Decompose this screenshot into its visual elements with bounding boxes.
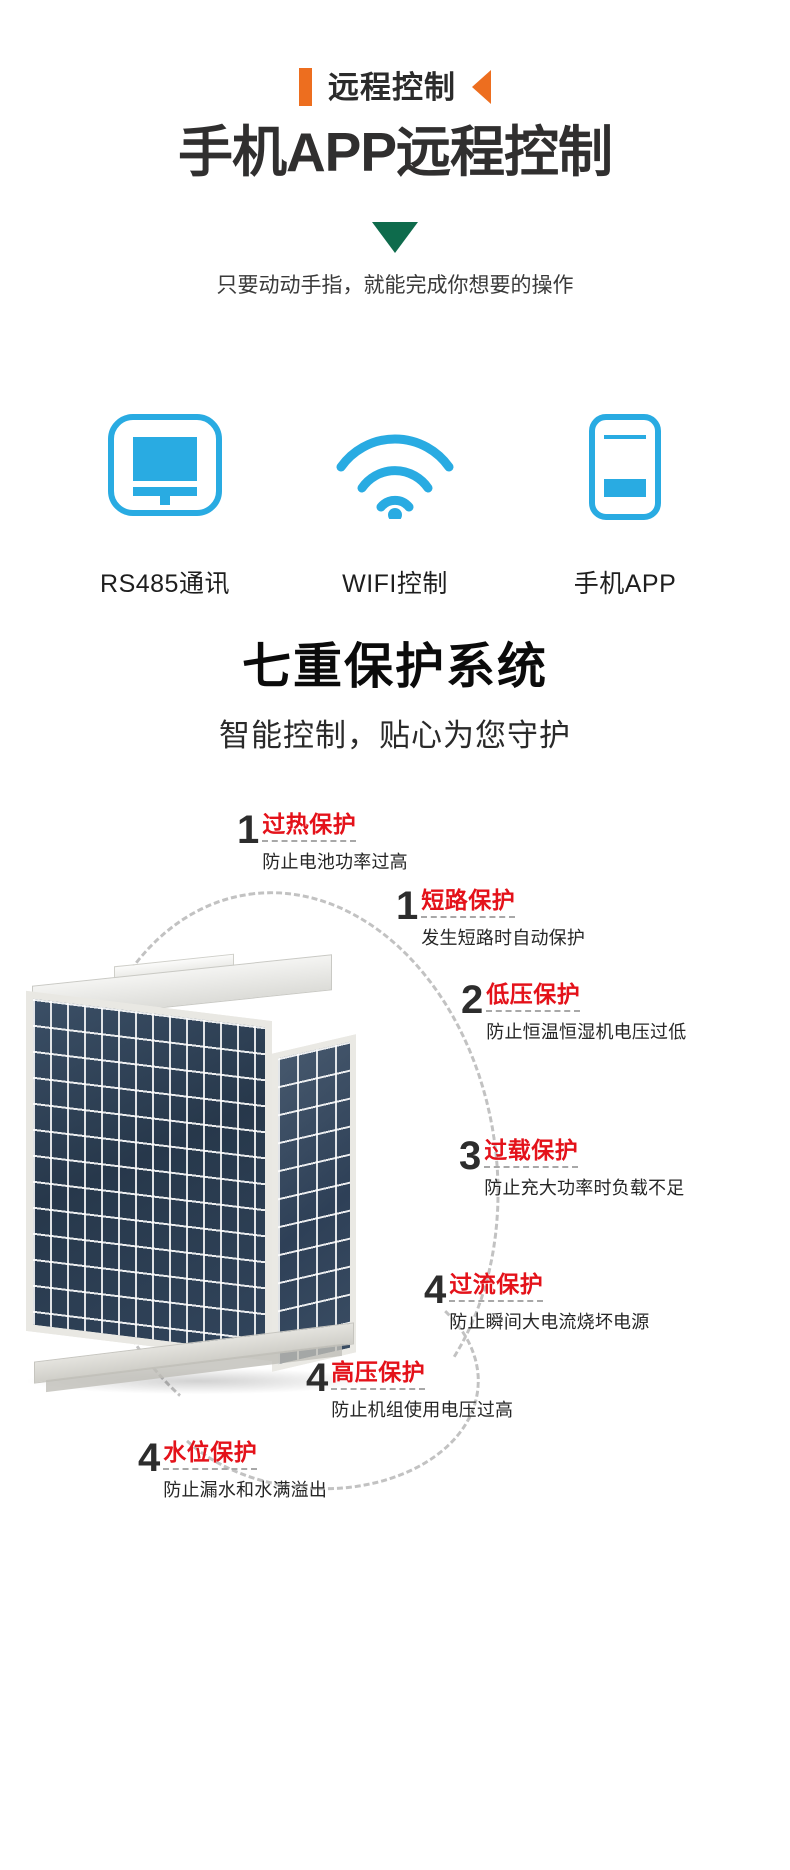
section-subtitle-protection: 智能控制，贴心为您守护 (219, 718, 571, 753)
callout-number: 2 (461, 978, 484, 1022)
callout-desc: 防止机组使用电压过高 (331, 1399, 514, 1420)
unit-side-panel (272, 1034, 356, 1372)
wifi-icon (331, 410, 459, 528)
heat-pump-unit-image (18, 953, 368, 1394)
callout-number: 3 (459, 1134, 482, 1178)
callout-short-circuit: 1 短路保护 发生短路时自动保护 (396, 884, 586, 950)
feature-item-wifi: WIFI控制 (280, 410, 510, 600)
page-subtitle: 只要动动手指，就能完成你想要的操作 (216, 274, 574, 297)
callout-title: 过载保护 (484, 1138, 579, 1168)
feature-label: RS485通讯 (100, 570, 230, 598)
unit-front-panel (26, 990, 272, 1362)
callout-overheat: 1 过热保护 防止电池功率过高 (237, 808, 408, 874)
orange-bar-icon (299, 68, 312, 106)
callout-desc: 防止电池功率过高 (262, 851, 408, 872)
monitor-icon (106, 410, 224, 528)
callout-title: 高压保护 (331, 1360, 426, 1390)
callout-title: 水位保护 (163, 1440, 258, 1470)
callout-high-voltage: 4 高压保护 防止机组使用电压过高 (306, 1356, 514, 1422)
callout-desc: 防止充大功率时负载不足 (484, 1177, 685, 1198)
callout-overload: 3 过载保护 防止充大功率时负载不足 (459, 1134, 685, 1200)
feature-item-app: 手机APP (510, 410, 740, 600)
section-title-protection: 七重保护系统 (241, 640, 548, 694)
page-title: 手机APP远程控制 (177, 121, 613, 183)
feature-label: WIFI控制 (342, 570, 448, 598)
triangle-down-icon (372, 222, 418, 253)
unit-front-grille (33, 998, 265, 1354)
callout-number: 1 (237, 808, 260, 852)
callout-water-level: 4 水位保护 防止漏水和水满溢出 (138, 1436, 328, 1502)
feature-item-rs485: RS485通讯 (50, 410, 280, 600)
callout-title: 短路保护 (421, 888, 516, 918)
eyebrow-banner: 远程控制 (0, 68, 790, 106)
callout-number: 4 (424, 1268, 447, 1312)
unit-side-grille (278, 1041, 350, 1365)
smartphone-icon (587, 410, 663, 528)
triangle-left-icon (472, 70, 491, 104)
callout-title: 过热保护 (262, 812, 357, 842)
callout-number: 1 (396, 884, 419, 928)
eyebrow-label: 远程控制 (328, 69, 456, 105)
callout-title: 过流保护 (449, 1272, 544, 1302)
callout-title: 低压保护 (486, 982, 581, 1012)
callout-desc: 防止漏水和水满溢出 (163, 1479, 328, 1500)
feature-label: 手机APP (573, 570, 677, 598)
callout-overcurrent: 4 过流保护 防止瞬间大电流烧坏电源 (424, 1268, 650, 1334)
callout-low-voltage: 2 低压保护 防止恒温恒湿机电压过低 (461, 978, 687, 1044)
callout-number: 4 (306, 1356, 329, 1400)
feature-icon-row: RS485通讯 WIFI控制 (0, 410, 790, 600)
callout-number: 4 (138, 1436, 161, 1480)
callout-desc: 防止瞬间大电流烧坏电源 (449, 1311, 650, 1332)
product-photo-stage (0, 863, 790, 1580)
callout-desc: 防止恒温恒湿机电压过低 (486, 1021, 687, 1042)
callout-desc: 发生短路时自动保护 (421, 927, 586, 948)
